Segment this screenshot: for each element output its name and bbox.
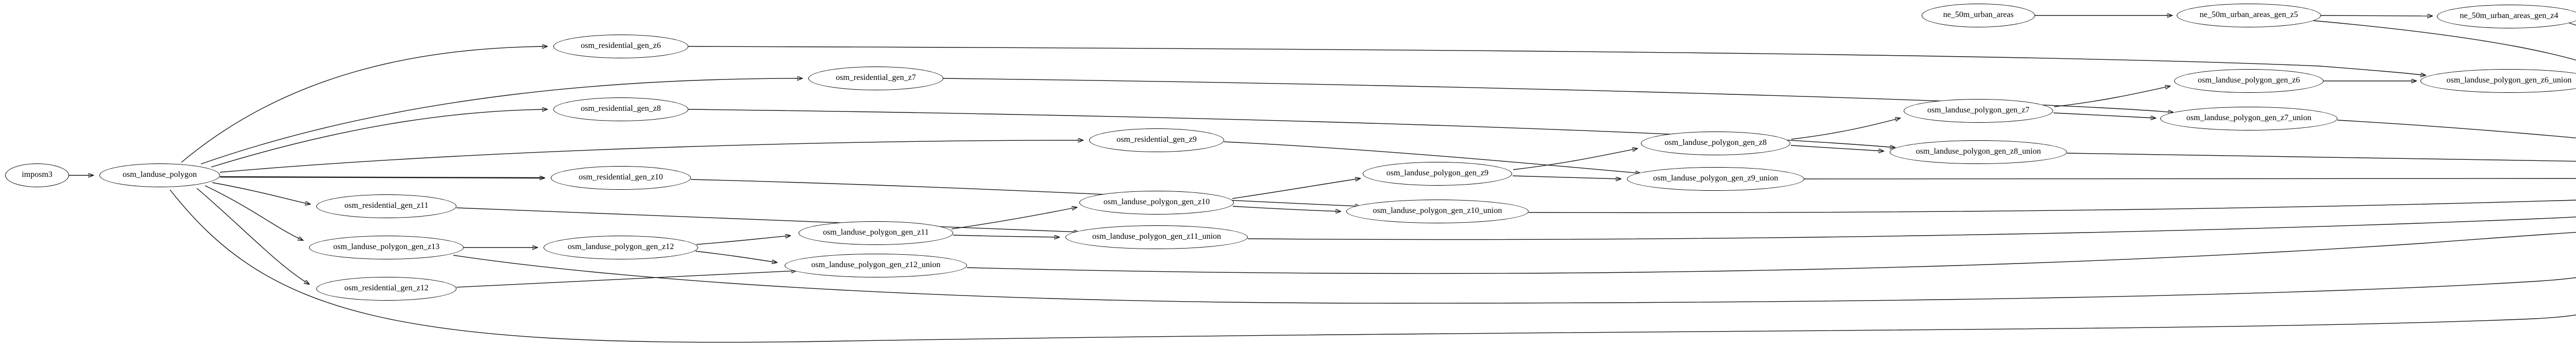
edge-gen_z7-z7_union xyxy=(2053,112,2156,118)
node-osm-landuse-polygon-gen-z10-union: osm_landuse_polygon_gen_z10_union xyxy=(1346,200,1529,223)
node-osm-landuse-polygon-gen-z7-union: osm_landuse_polygon_gen_z7_union xyxy=(2160,107,2337,130)
edge-resid_z7-z7_union xyxy=(943,78,2173,112)
edge-gen_z10-z10_union xyxy=(1232,206,1341,211)
node-osm-landuse-polygon-gen-z10: osm_landuse_polygon_gen_z10 xyxy=(1079,191,1234,215)
edge-landuse-resid_z9 xyxy=(219,140,1083,173)
edge-ne_gen_z5-layer_z5 xyxy=(2313,20,2576,61)
edge-z8_union-layer_z8 xyxy=(2066,153,2576,162)
node-osm-landuse-polygon-gen-z8-union: osm_landuse_polygon_gen_z8_union xyxy=(1890,140,2067,164)
node-osm-landuse-polygon-gen-z7: osm_landuse_polygon_gen_z7 xyxy=(1904,99,2053,123)
node-osm-residential-gen-z12: osm_residential_gen_z12 xyxy=(316,277,456,301)
node-osm-residential-gen-z10: osm_residential_gen_z10 xyxy=(551,166,691,190)
edge-gen_z12-z12_union xyxy=(695,251,777,262)
edge-gen_z12-gen_z11 xyxy=(696,236,790,245)
edge-resid_z11-z11_union xyxy=(456,207,1079,232)
edge-resid_z12-z12_union xyxy=(456,271,796,288)
edge-gen_z11-gen_z10 xyxy=(951,207,1077,229)
node-ne-50m-urban-areas-gen-z4: ne_50m_urban_areas_gen_z4 xyxy=(2437,5,2576,28)
edge-z11_union-layer_z11 xyxy=(1247,217,2576,240)
edge-z12_union-layer_z12 xyxy=(967,232,2576,274)
edge-landuse-resid_z7 xyxy=(200,78,802,164)
edge-gen_z10-gen_z9 xyxy=(1232,178,1360,199)
edge-z7_union-layer_z7 xyxy=(2337,120,2576,139)
node-osm-residential-gen-z9: osm_residential_gen_z9 xyxy=(1089,128,1224,152)
edge-resid_z10-z10_union xyxy=(690,179,1360,206)
node-osm-landuse-polygon-gen-z11: osm_landuse_polygon_gen_z11 xyxy=(799,221,953,245)
node-osm-landuse-polygon-gen-z13: osm_landuse_polygon_gen_z13 xyxy=(309,236,464,259)
edge-gen_z11-z11_union xyxy=(953,235,1059,237)
edge-gen_z13-layer_z13 xyxy=(453,255,2576,304)
edge-landuse-gen_z13 xyxy=(205,185,303,240)
node-osm-landuse-polygon-gen-z6: osm_landuse_polygon_gen_z6 xyxy=(2174,69,2324,93)
edge-gen_z9-gen_z8 xyxy=(1513,149,1637,170)
edge-resid_z9-z9_union xyxy=(1224,141,1640,173)
node-osm-landuse-polygon-gen-z6-union: osm_landuse_polygon_gen_z6_union xyxy=(2420,69,2576,93)
node-osm-residential-gen-z8: osm_residential_gen_z8 xyxy=(553,97,688,121)
edge-gen_z8-z8_union xyxy=(1790,145,1884,151)
edge-gen_z7-gen_z6 xyxy=(2054,86,2170,107)
edge-z9_union-layer_z9 xyxy=(1804,178,2576,179)
node-osm-residential-gen-z7: osm_residential_gen_z7 xyxy=(808,67,943,90)
edge-gen_z9-z9_union xyxy=(1512,175,1621,179)
node-osm-landuse-polygon: osm_landuse_polygon xyxy=(99,163,220,187)
node-osm-landuse-polygon-gen-z9-union: osm_landuse_polygon_gen_z9_union xyxy=(1627,167,1804,191)
node-ne-50m-urban-areas: ne_50m_urban_areas xyxy=(1922,4,2035,27)
edge-landuse-resid_z12 xyxy=(196,188,309,284)
edge-gen_z8-gen_z7 xyxy=(1791,118,1900,140)
node-osm-landuse-polygon-gen-z12-union: osm_landuse_polygon_gen_z12_union xyxy=(785,254,967,277)
edge-landuse-layer_z14 xyxy=(170,189,2576,343)
edge-landuse-resid_z6 xyxy=(181,46,547,163)
node-osm-residential-gen-z6: osm_residential_gen_z6 xyxy=(553,35,688,58)
edge-landuse-resid_z10 xyxy=(219,177,545,178)
node-osm-landuse-polygon-gen-z9: osm_landuse_polygon_gen_z9 xyxy=(1363,162,1512,186)
node-osm-residential-gen-z11: osm_residential_gen_z11 xyxy=(316,194,456,218)
edge-resid_z6-z6_union xyxy=(688,46,2426,75)
edge-ne_gen_z5-ne_gen_z4 xyxy=(2320,15,2432,16)
edge-landuse-resid_z8 xyxy=(211,109,547,168)
node-osm-landuse-polygon-gen-z11-union: osm_landuse_polygon_gen_z11_union xyxy=(1065,225,1248,249)
node-ne-50m-urban-areas-gen-z5: ne_50m_urban_areas_gen_z5 xyxy=(2177,4,2321,27)
node-osm-landuse-polygon-gen-z12: osm_landuse_polygon_gen_z12 xyxy=(544,236,698,259)
node-imposm3: imposm3 xyxy=(5,163,69,187)
edge-z10_union-layer_z10 xyxy=(1528,200,2576,213)
node-osm-landuse-polygon-gen-z8: osm_landuse_polygon_gen_z8 xyxy=(1641,131,1790,155)
edge-landuse-resid_z11 xyxy=(212,182,310,204)
